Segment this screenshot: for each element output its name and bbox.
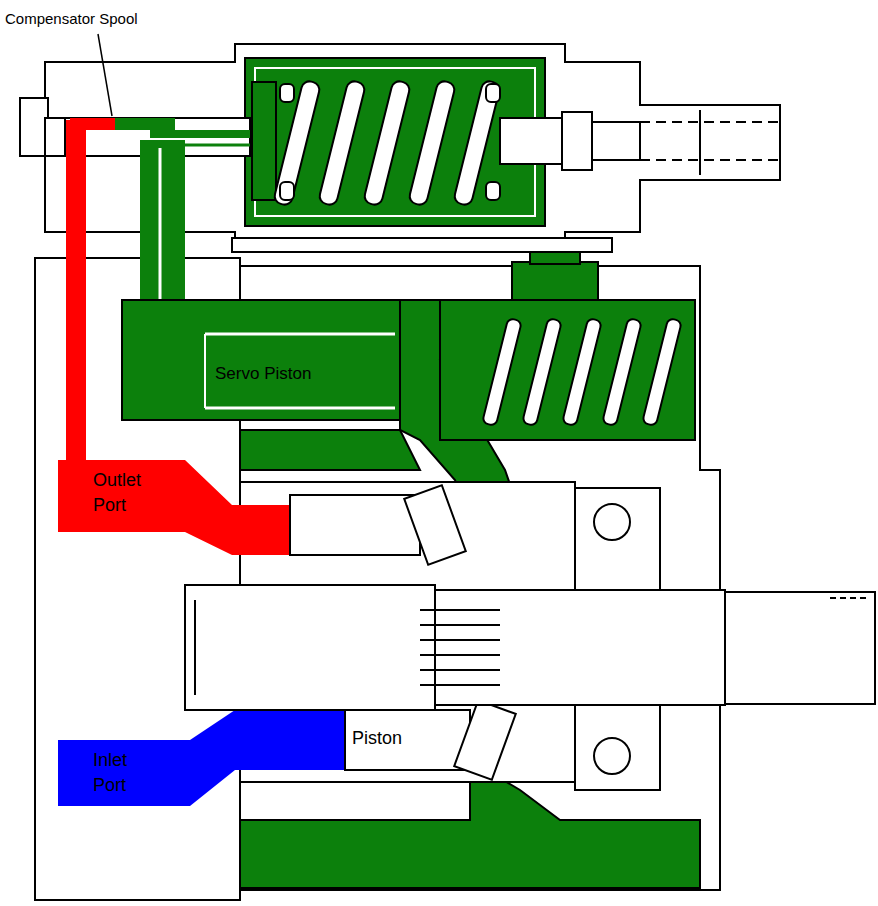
compensator-spring — [486, 84, 500, 102]
part-label: Outlet Port — [93, 468, 159, 518]
swashplate — [240, 430, 420, 470]
servo-piston — [205, 333, 395, 336]
cylinder-block — [594, 504, 630, 540]
yoke-spring — [602, 318, 642, 426]
servo-piston — [204, 334, 206, 408]
compensator-spring — [453, 80, 501, 207]
drive-shaft — [420, 684, 500, 686]
drive-shaft — [185, 585, 435, 710]
yoke-spring — [482, 318, 682, 426]
compensator-spring — [408, 80, 456, 207]
part-label: Piston — [352, 726, 402, 751]
piston — [404, 485, 466, 564]
piston — [454, 700, 516, 779]
yoke-spring — [522, 318, 562, 426]
adjuster — [699, 110, 701, 175]
pump-housing — [35, 252, 720, 900]
drive-shaft — [194, 600, 196, 695]
compensator-spring — [363, 80, 411, 207]
compensator-housing — [20, 44, 780, 252]
compensator-spring-chamber — [255, 68, 535, 216]
servo-piston — [205, 407, 395, 410]
swashplate — [440, 300, 695, 440]
pump-housing — [530, 252, 580, 264]
compensator-spool — [64, 118, 66, 156]
compensator-spring — [318, 80, 366, 207]
drive-shaft — [420, 639, 500, 641]
compensator-spring-chamber — [252, 82, 276, 200]
inlet-port — [58, 710, 345, 806]
outlet-channel — [66, 120, 86, 465]
servo-piston — [122, 300, 400, 420]
compensator-spool — [150, 130, 250, 138]
control-passage — [160, 148, 395, 322]
adjuster — [640, 159, 778, 161]
servo-piston — [122, 300, 400, 420]
adjuster — [562, 112, 592, 170]
leader-line — [98, 34, 112, 116]
drive-shaft — [420, 624, 500, 626]
compensator-spring — [280, 182, 294, 200]
part-label: Inlet Port — [93, 748, 159, 798]
adjuster — [500, 118, 562, 164]
drive-shaft — [420, 609, 500, 611]
compensator-spring — [273, 80, 501, 207]
drive-shaft — [420, 654, 500, 656]
drive-shaft — [185, 585, 875, 710]
adjuster — [500, 110, 778, 175]
compensator-spool — [115, 118, 175, 130]
compensator-housing — [20, 98, 48, 156]
yoke-spring — [562, 318, 602, 426]
cylinder-block — [594, 738, 630, 774]
yoke-spring — [642, 318, 682, 426]
adjuster — [592, 122, 640, 160]
compensator-housing — [232, 238, 612, 252]
drive-shaft — [725, 592, 875, 704]
compensator-spring — [486, 182, 500, 200]
outlet-port — [58, 460, 290, 555]
piston — [290, 495, 420, 555]
drive-shaft — [420, 669, 500, 671]
part-label: Servo Piston — [215, 362, 311, 386]
adjuster — [640, 121, 778, 123]
piston — [345, 710, 470, 770]
compensator-spring — [273, 80, 321, 207]
yoke-spring — [482, 318, 522, 426]
compensator-spring — [280, 84, 294, 102]
drive-shaft — [830, 597, 870, 599]
drive-shaft — [435, 590, 725, 705]
part-label: Compensator Spool — [5, 8, 138, 29]
